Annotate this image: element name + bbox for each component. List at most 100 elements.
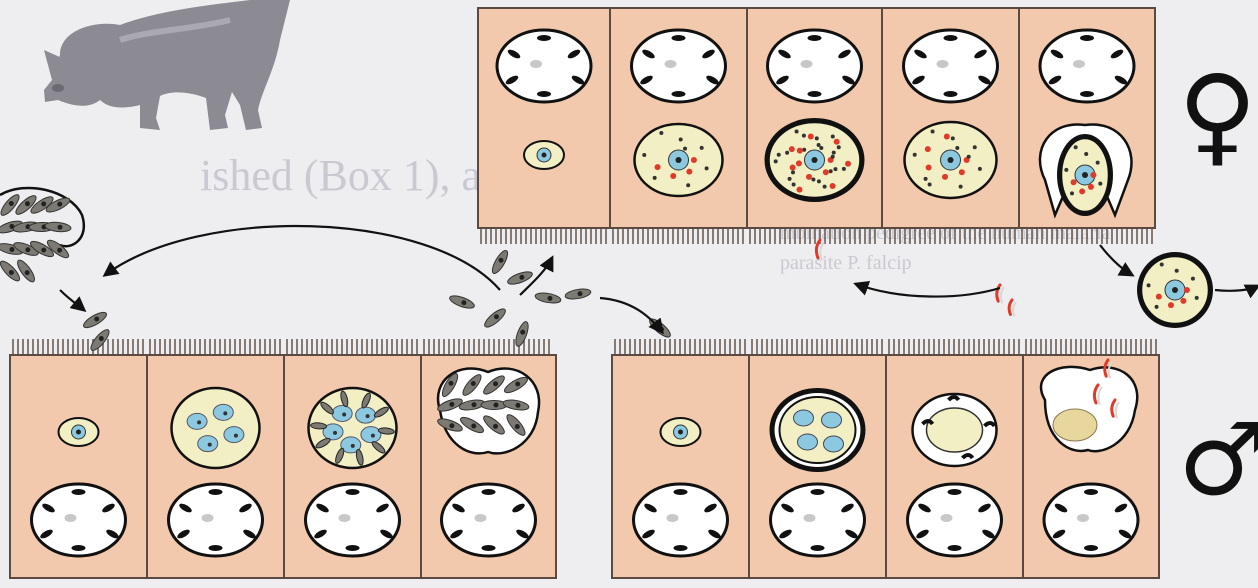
chromatin-spot — [209, 545, 223, 551]
microvilli — [13, 339, 143, 355]
red-granule — [796, 160, 802, 166]
nucleus-dot — [197, 420, 201, 424]
host-nucleus — [1044, 484, 1138, 556]
chromatin-spot — [1080, 35, 1094, 41]
dark-granule — [679, 138, 683, 142]
red-granule — [1184, 287, 1190, 293]
microvilli — [424, 339, 549, 355]
microgamete-flagellum — [1013, 302, 1016, 316]
red-granule — [797, 148, 803, 154]
host-nucleus — [497, 30, 591, 102]
dark-granule — [829, 169, 833, 173]
red-granule — [834, 139, 840, 145]
dark-granule — [795, 130, 799, 134]
dark-granule — [791, 170, 795, 174]
microvilli — [752, 339, 882, 355]
microgamete-flagellum — [820, 242, 824, 260]
dark-granule — [931, 130, 935, 134]
microvilli — [750, 228, 875, 244]
dark-granule — [1160, 263, 1164, 267]
dark-granule — [817, 179, 821, 183]
microvilli — [615, 339, 745, 355]
red-granule — [796, 187, 802, 193]
dark-granule — [967, 155, 971, 159]
dark-granule — [955, 146, 959, 150]
red-granule — [806, 174, 812, 180]
microgametocyte-nucleus — [824, 436, 844, 452]
merozoite-nucleus — [494, 403, 499, 408]
schizont-nucleus — [198, 436, 218, 452]
macrogamete — [1137, 252, 1213, 328]
dark-granule — [837, 145, 841, 149]
chromatin-spot — [944, 35, 958, 41]
chromatin-spot — [482, 489, 496, 495]
dark-granule — [1175, 269, 1179, 273]
merozoite — [81, 310, 108, 331]
red-granule — [686, 169, 692, 175]
cat-icon — [44, 0, 290, 130]
red-granule — [655, 164, 661, 170]
schizont-nucleus — [332, 405, 352, 421]
red-granule — [790, 164, 796, 170]
dark-granule — [1098, 182, 1102, 186]
nucleus-dot — [678, 430, 683, 435]
microgametocyte-nucleus — [822, 412, 842, 428]
dark-granule — [659, 131, 663, 135]
chromatin-spot — [482, 545, 496, 551]
dark-granule — [811, 178, 815, 182]
red-granule — [926, 164, 932, 170]
schizont-body — [172, 388, 260, 468]
nucleolus — [801, 60, 813, 68]
male-release-vacuole — [1041, 367, 1137, 451]
chromatin-spot — [72, 545, 86, 551]
chromatin-spot — [346, 545, 360, 551]
dark-granule — [792, 183, 796, 187]
cyst-nucleus-dot — [948, 157, 954, 163]
red-granule — [823, 169, 829, 175]
dark-granule — [823, 185, 827, 189]
red-granule — [925, 146, 931, 152]
merozoite — [534, 291, 561, 304]
chromatin-spot — [948, 545, 962, 551]
nucleus-dot — [223, 411, 227, 415]
chromatin-spot — [672, 91, 686, 97]
dark-granule — [819, 146, 823, 150]
schizont-nucleus — [187, 413, 207, 429]
microvilli — [613, 228, 743, 244]
chromatin-spot — [1084, 545, 1098, 551]
red-granule — [1079, 188, 1085, 194]
cyst-nucleus-dot — [1082, 172, 1088, 178]
dark-granule — [831, 155, 835, 159]
chromatin-spot — [811, 489, 825, 495]
nucleolus — [202, 514, 214, 522]
host-nucleus — [306, 484, 400, 556]
dark-granule — [802, 134, 806, 138]
merozoite — [490, 248, 511, 275]
host-nucleus — [634, 484, 728, 556]
dark-granule — [1147, 283, 1151, 287]
female-symbol: ♀ — [1178, 62, 1257, 170]
dark-granule — [1064, 168, 1068, 172]
chromatin-spot — [944, 91, 958, 97]
microgametocyte-body — [780, 397, 856, 463]
nucleolus — [530, 60, 542, 68]
macrogamete — [1057, 134, 1113, 216]
schizont — [309, 388, 397, 468]
red-granule — [1090, 172, 1096, 178]
cyst-nucleus-dot — [1172, 287, 1178, 293]
red-granule — [670, 173, 676, 179]
parasite-small — [59, 418, 99, 446]
dark-granule — [1191, 277, 1195, 281]
cyst-nucleus-dot — [812, 157, 818, 163]
microgamete-body — [1009, 300, 1012, 314]
microvilli — [1022, 228, 1152, 244]
nucleus-dot — [371, 434, 375, 438]
merozoite — [448, 293, 476, 310]
merozoite — [564, 287, 591, 300]
dark-granule — [817, 143, 821, 147]
microgamete-body — [816, 240, 820, 258]
chromatin-spot — [346, 489, 360, 495]
red-granule — [691, 157, 697, 163]
schizont-nucleus — [213, 404, 233, 420]
